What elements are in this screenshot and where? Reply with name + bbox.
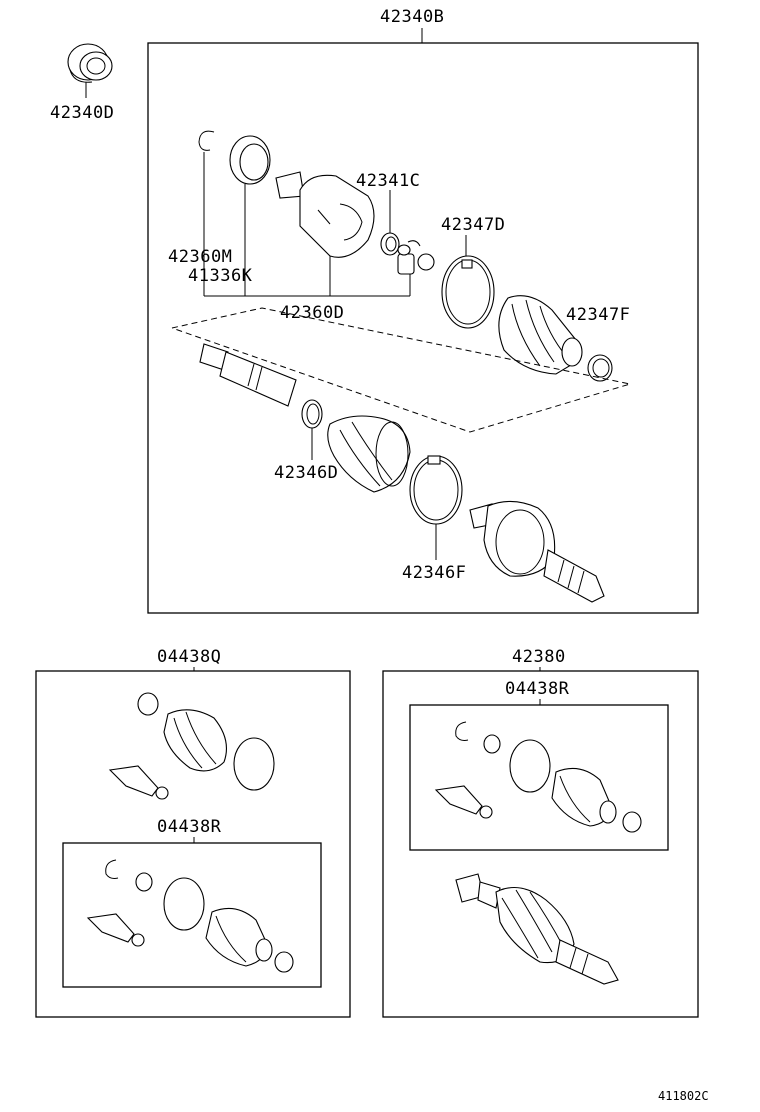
clamp-large-part[interactable] xyxy=(233,737,275,791)
part-label-42341C[interactable]: 42341C xyxy=(356,171,420,191)
part-label-42380[interactable]: 42380 xyxy=(512,647,566,667)
inboard-joint-part[interactable] xyxy=(275,171,375,258)
boot-part[interactable] xyxy=(163,709,227,772)
outboard-boot-part[interactable] xyxy=(327,415,411,493)
part-label-42340D[interactable]: 42340D xyxy=(50,103,114,123)
part-label-04438R-right[interactable]: 04438R xyxy=(505,679,570,699)
part-label-42346D[interactable]: 42346D xyxy=(274,463,338,483)
part-label-42347D[interactable]: 42347D xyxy=(441,215,505,235)
grease-tube-part[interactable] xyxy=(86,913,135,943)
seal-ring-part[interactable] xyxy=(135,872,153,892)
snap-ring-part[interactable] xyxy=(105,859,119,879)
drive-shaft-part[interactable] xyxy=(199,343,297,407)
outboard-joint-part[interactable] xyxy=(469,500,605,603)
outboard-clamp-large-part[interactable] xyxy=(409,455,463,525)
clamp-small-part[interactable] xyxy=(137,692,159,716)
snap-ring-part[interactable] xyxy=(455,721,469,741)
main-assembly-frame xyxy=(147,42,699,614)
dashed-group-outline xyxy=(171,307,631,433)
kit-left-frame xyxy=(35,670,351,1018)
part-label-42360M[interactable]: 42360M xyxy=(168,247,232,267)
grease-tube-part[interactable] xyxy=(108,765,159,797)
clamp-small-part[interactable] xyxy=(274,951,294,973)
part-label-42347F[interactable]: 42347F xyxy=(566,305,630,325)
outboard-clamp-small-part[interactable] xyxy=(301,399,323,429)
shaft-assembly-frame xyxy=(382,670,699,1018)
part-label-42360D[interactable]: 42360D xyxy=(280,303,344,323)
inboard-boot-part[interactable] xyxy=(498,295,583,375)
clamp-large-part[interactable] xyxy=(509,739,551,793)
seal-part[interactable] xyxy=(229,135,271,185)
complete-shaft-part[interactable] xyxy=(455,873,619,985)
seal-ring-part[interactable] xyxy=(483,734,501,754)
diagram-code: 411802C xyxy=(658,1089,709,1103)
kit-left-inner-frame xyxy=(62,842,322,988)
inboard-ring-part[interactable] xyxy=(380,232,400,256)
clamp-small-part[interactable] xyxy=(622,811,642,833)
part-label-04438R-left[interactable]: 04438R xyxy=(157,817,222,837)
kit-left-parts xyxy=(108,692,275,800)
snap-ring-part[interactable] xyxy=(198,130,215,151)
tripod-part[interactable] xyxy=(397,240,435,275)
clamp-large-part[interactable] xyxy=(163,877,205,931)
dust-seal-part[interactable] xyxy=(67,43,113,83)
grease-tube-part[interactable] xyxy=(434,785,483,815)
part-label-42340B[interactable]: 42340B xyxy=(380,7,444,27)
inboard-clamp-large-part[interactable] xyxy=(441,255,495,329)
kit-right-inner-parts xyxy=(434,721,642,833)
kit-left-inner-parts xyxy=(86,859,294,973)
inboard-clamp-small-part[interactable] xyxy=(587,354,613,382)
part-label-42346F[interactable]: 42346F xyxy=(402,563,466,583)
part-label-04438Q[interactable]: 04438Q xyxy=(157,647,221,667)
kit-right-inner-frame xyxy=(409,704,669,851)
part-label-41336K[interactable]: 41336K xyxy=(188,266,253,286)
